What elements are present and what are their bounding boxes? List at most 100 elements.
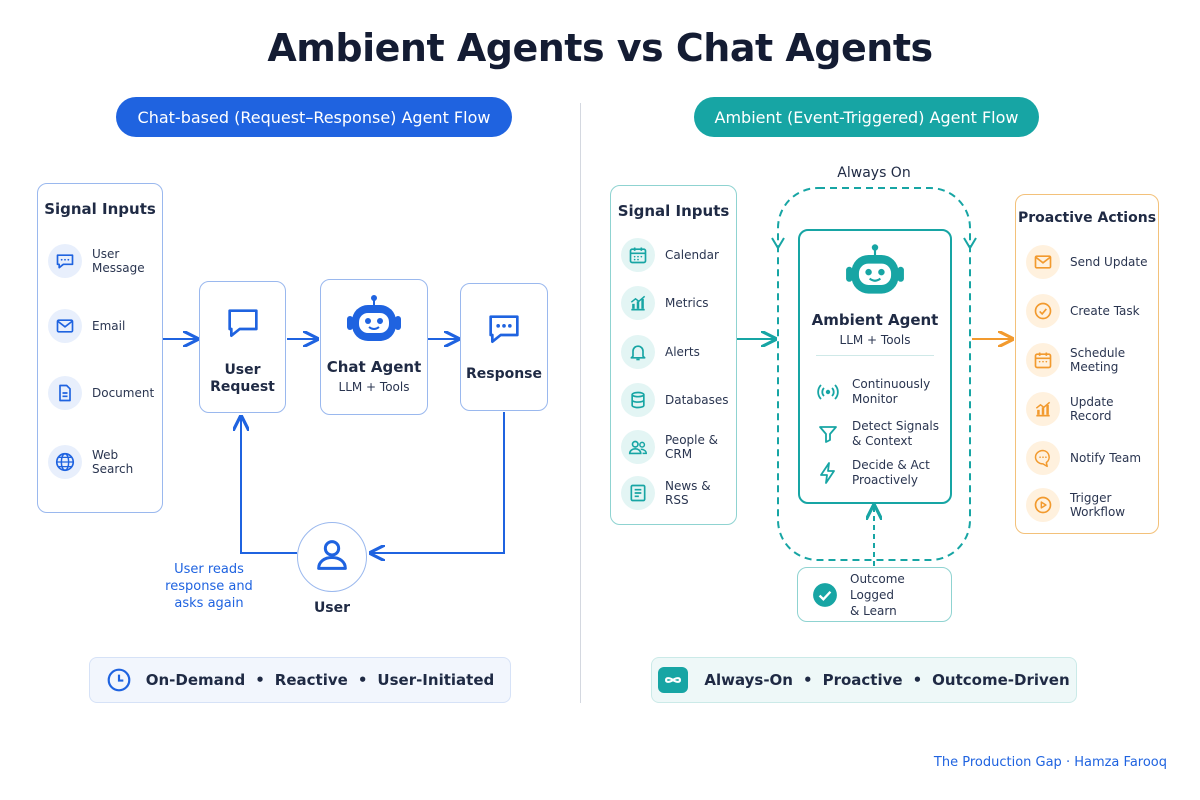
news-icon (621, 476, 655, 510)
outcome-node: Outcome Logged& Learn (797, 567, 952, 622)
document-icon (48, 376, 82, 410)
chart-icon (621, 286, 655, 320)
separator: • (255, 671, 265, 689)
signal-calendar: Calendar (621, 238, 719, 272)
action-label: Send Update (1070, 255, 1148, 269)
outcome-text: Outcome Logged (850, 571, 905, 602)
response-node: Response (460, 283, 548, 411)
step-text: & Context (852, 434, 913, 448)
separator: • (912, 671, 923, 689)
check-circle-icon (1026, 294, 1060, 328)
loop-arrowhead-left (771, 237, 785, 250)
chat-agent-subtitle: LLM + Tools (338, 380, 410, 394)
chat-signal-inputs-panel: Signal Inputs User Message Email Documen… (37, 183, 163, 513)
trait-on-demand: On-Demand (145, 671, 246, 689)
signal-document: Document (48, 376, 154, 410)
action-schedule-meeting: Schedule Meeting (1026, 343, 1158, 377)
action-update-record: Update Record (1026, 392, 1158, 426)
always-on-label: Always On (837, 165, 911, 181)
signal-label: User Message (92, 247, 145, 275)
signal-alerts: Alerts (621, 335, 700, 369)
signal-label: Alerts (665, 345, 700, 359)
chat-agent-node: Chat Agent LLM + Tools (320, 279, 428, 415)
action-send-update: Send Update (1026, 245, 1148, 279)
ambient-signal-inputs-panel: Signal Inputs Calendar Metrics Alerts Da… (610, 185, 737, 525)
loop-arrowhead-right (963, 237, 977, 250)
ambient-agent-name: Ambient Agent (811, 311, 939, 329)
user-label: User (313, 600, 351, 616)
infinity-icon (658, 667, 689, 693)
separator: • (803, 671, 813, 689)
filter-icon (816, 422, 844, 446)
chat-flow-header: Chat-based (Request–Response) Agent Flow (116, 97, 512, 137)
lightning-icon (816, 461, 844, 485)
mail-icon (48, 309, 82, 343)
check-circle-icon (812, 582, 838, 608)
arrow-response-to-user (371, 412, 505, 553)
signal-people-crm: People & CRM (621, 430, 736, 464)
robot-icon (321, 294, 427, 348)
chat-traits-bar: On-Demand • Reactive • User-Initiated (89, 657, 511, 703)
bell-icon (621, 335, 655, 369)
calendar-icon (1026, 343, 1060, 377)
trait-proactive: Proactive (822, 671, 903, 689)
user-node (297, 522, 367, 592)
step-text: Detect Signals (852, 419, 939, 433)
action-create-task: Create Task (1026, 294, 1140, 328)
action-label: Trigger Workflow (1070, 491, 1126, 519)
separator: • (357, 671, 368, 689)
radar-icon (816, 380, 844, 404)
clock-icon (106, 667, 132, 693)
response-label: Response (465, 366, 543, 382)
signal-label: Calendar (665, 248, 719, 262)
step-text: Monitor (852, 392, 898, 406)
signal-web-search: Web Search (48, 445, 162, 479)
signal-label: Email (92, 319, 126, 333)
action-notify-team: Notify Team (1026, 441, 1141, 475)
mail-icon (1026, 245, 1060, 279)
action-label: Update Record (1070, 395, 1114, 423)
signal-databases: Databases (621, 383, 729, 417)
signal-email: Email (48, 309, 125, 343)
ambient-flow-header: Ambient (Event-Triggered) Agent Flow (694, 97, 1039, 137)
signal-label: Web Search (92, 448, 134, 476)
step-text: Continuously (852, 377, 931, 391)
people-icon (621, 430, 655, 464)
signal-label: News & RSS (665, 479, 711, 507)
section-divider (580, 103, 581, 703)
action-label: Create Task (1070, 304, 1140, 318)
trait-always-on: Always-On (704, 671, 793, 689)
ambient-agent-subtitle: LLM + Tools (839, 333, 911, 347)
chat-bubble-icon (200, 304, 285, 348)
robot-icon (800, 243, 950, 301)
signal-news-rss: News & RSS (621, 476, 736, 510)
signal-metrics: Metrics (621, 286, 709, 320)
action-trigger-workflow: Trigger Workflow (1026, 488, 1158, 522)
signal-user-message: User Message (48, 244, 162, 278)
database-icon (621, 383, 655, 417)
action-label: Schedule Meeting (1070, 346, 1126, 374)
calendar-icon (621, 238, 655, 272)
chart-icon (1026, 392, 1060, 426)
trait-outcome-driven: Outcome-Driven (932, 671, 1070, 689)
page-title: Ambient Agents vs Chat Agents (267, 26, 933, 70)
panel-title: Signal Inputs (44, 200, 156, 218)
chat-agent-name: Chat Agent (326, 358, 422, 376)
chat-bubble-icon (1026, 441, 1060, 475)
trait-reactive: Reactive (274, 671, 348, 689)
divider (816, 355, 934, 356)
chat-bubble-icon (461, 310, 547, 354)
outcome-text: & Learn (850, 603, 897, 618)
arrow-user-to-request (241, 417, 297, 554)
step-detect: Detect Signals& Context (816, 419, 939, 449)
panel-title: Proactive Actions (1017, 210, 1157, 226)
step-text: Proactively (852, 473, 918, 487)
action-label: Notify Team (1070, 451, 1142, 465)
user-icon (312, 535, 352, 579)
